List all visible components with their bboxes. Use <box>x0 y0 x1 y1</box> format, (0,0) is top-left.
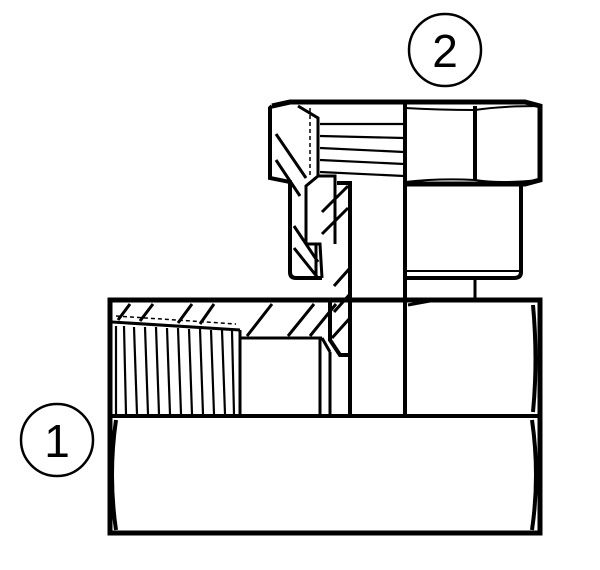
body-thread-lines <box>114 325 236 415</box>
body-wall-section <box>111 303 338 414</box>
callout-2-label: 2 <box>432 25 458 77</box>
elbow-body <box>107 297 543 536</box>
callout-1 <box>19 402 95 478</box>
nut-thread-lines <box>319 122 405 178</box>
callout-1-label: 1 <box>44 415 70 467</box>
callout-2 <box>407 12 483 88</box>
swivel-nut <box>268 99 543 298</box>
